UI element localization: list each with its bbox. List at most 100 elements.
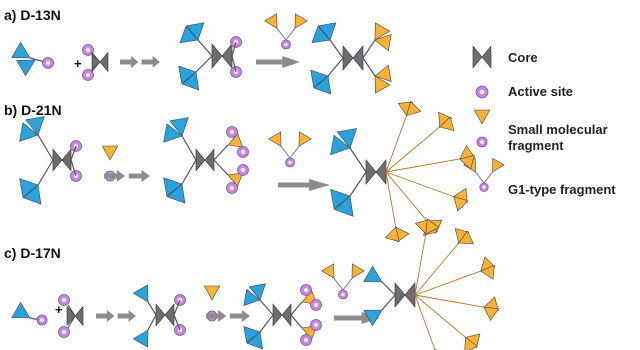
bond-line [385,171,397,228]
arrow-head [282,56,300,68]
bond-line [70,159,77,177]
active-site-center [303,287,309,293]
bond-line [385,171,454,198]
core-icon [155,303,166,327]
arrow-shaft [229,313,243,319]
bond-line [414,294,485,308]
active-site-center [480,140,484,144]
active-site-center [284,42,288,47]
core-icon [74,305,84,327]
blue-wedge [179,25,199,44]
bond-line [289,145,300,159]
orange-wedge [464,336,479,350]
bond-line [259,299,274,316]
arrow-shaft [278,182,311,188]
bond-line [290,301,303,316]
core-icon [164,303,175,327]
active-site-center [85,72,91,78]
blue-wedge [310,69,329,88]
bond-line [349,171,367,197]
orange-wedge [294,13,308,29]
legend-small-fragment-label-2: fragment [508,138,564,153]
orange-wedge [473,109,491,125]
legend-g1-fragment-label: G1-type fragment [508,182,616,197]
core-icon [375,159,387,185]
row-title-a: a) D-13N [4,7,61,23]
bond-line [91,61,101,71]
core-icon [481,45,492,69]
bond-line [259,314,274,333]
bond-line [276,27,287,41]
bond-line [362,39,376,59]
bond-line [285,27,296,41]
arrow-shaft [104,173,118,179]
active-site-center [85,47,91,53]
bond-line [381,294,396,311]
arrow-shaft [334,315,363,321]
blue-wedge [16,59,36,77]
core-icon [404,282,416,308]
core-icon [52,148,63,172]
active-site-center [40,318,44,322]
orange-wedge [374,22,391,41]
active-site-center [61,329,67,335]
arrow-head [107,310,115,322]
orange-wedge [483,306,500,322]
bond-line [195,55,213,73]
orange-wedge [439,116,455,131]
bond-line [91,54,101,63]
blue-wedge [330,188,351,210]
active-site-center [45,60,51,66]
active-site-center [61,297,67,303]
arrow-head [241,310,250,322]
blue-wedge [163,177,183,197]
active-site-center [313,302,319,308]
bond-line [213,159,229,176]
blue-wedge [243,288,261,306]
arrow-shaft [96,313,108,319]
active-site-center [341,292,345,297]
blue-wedge [132,329,149,348]
active-site-center [240,167,246,173]
bond-line [327,57,344,77]
plus-sign-c: + [55,302,63,317]
orange-wedge [492,157,505,173]
bond-line [342,277,353,291]
orange-wedge [406,100,422,117]
active-site-center [303,337,309,343]
core-icon [352,45,364,71]
row-title-b: b) D-21N [4,102,62,118]
orange-wedge [453,196,469,212]
blue-wedge [25,116,45,136]
core-icon [99,51,109,73]
bond-line [197,39,213,57]
blue-wedge [178,65,197,84]
orange-wedge [321,263,335,279]
arrow-head [128,310,136,322]
blue-wedge [330,134,351,156]
blue-wedge [19,178,39,198]
bond-line [483,171,493,184]
core-icon [472,45,483,69]
bond-line [414,270,481,296]
orange-wedge [298,131,312,147]
bond-line [147,301,157,316]
legend-core-label: Core [508,50,538,65]
bond-line [213,144,229,161]
blue-wedge [363,265,383,283]
bond-line [333,277,344,291]
blue-wedge [336,128,358,149]
bond-line [385,126,440,173]
active-site-center [479,89,485,95]
core-icon [342,45,354,71]
orange-wedge [374,34,392,52]
orange-wedge [351,263,365,279]
arrow-head [116,170,126,182]
bond-line [181,135,197,161]
blue-wedge [169,117,189,137]
core-icon [272,303,283,327]
arrow-shaft [117,313,130,319]
blue-wedge [22,184,42,205]
row-title-c: c) D-17N [4,245,61,261]
